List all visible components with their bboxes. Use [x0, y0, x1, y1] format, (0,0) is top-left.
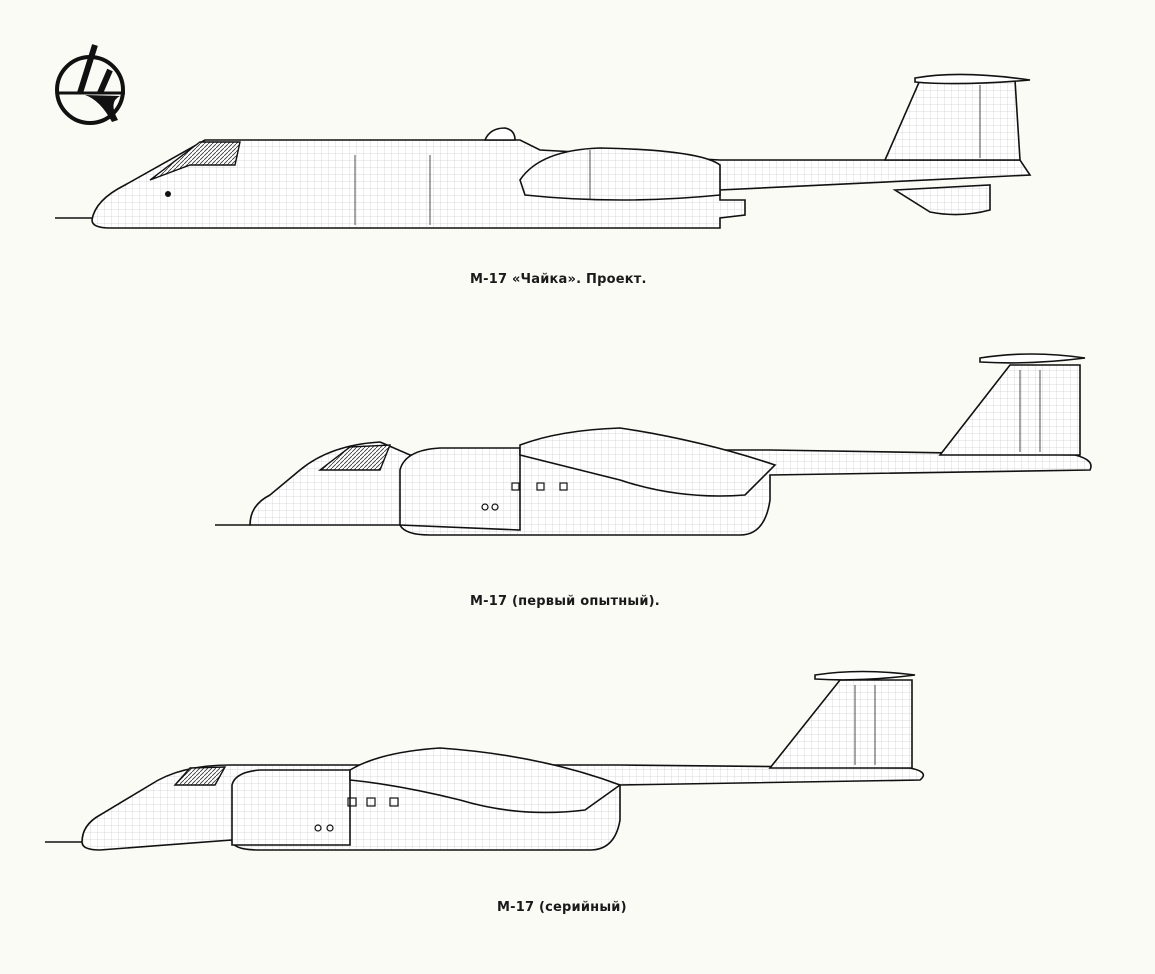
caption-first-prototype: М-17 (первый опытный).	[470, 594, 660, 609]
caption-serial: М-17 (серийный)	[497, 900, 627, 915]
aircraft-m17-chaika-project	[55, 73, 1032, 229]
aircraft-m17-first-prototype	[215, 353, 1092, 536]
caption-chaika-project: М-17 «Чайка». Проект.	[470, 272, 647, 287]
aircraft-m17-serial	[45, 670, 925, 851]
design-bureau-logo	[55, 44, 125, 125]
